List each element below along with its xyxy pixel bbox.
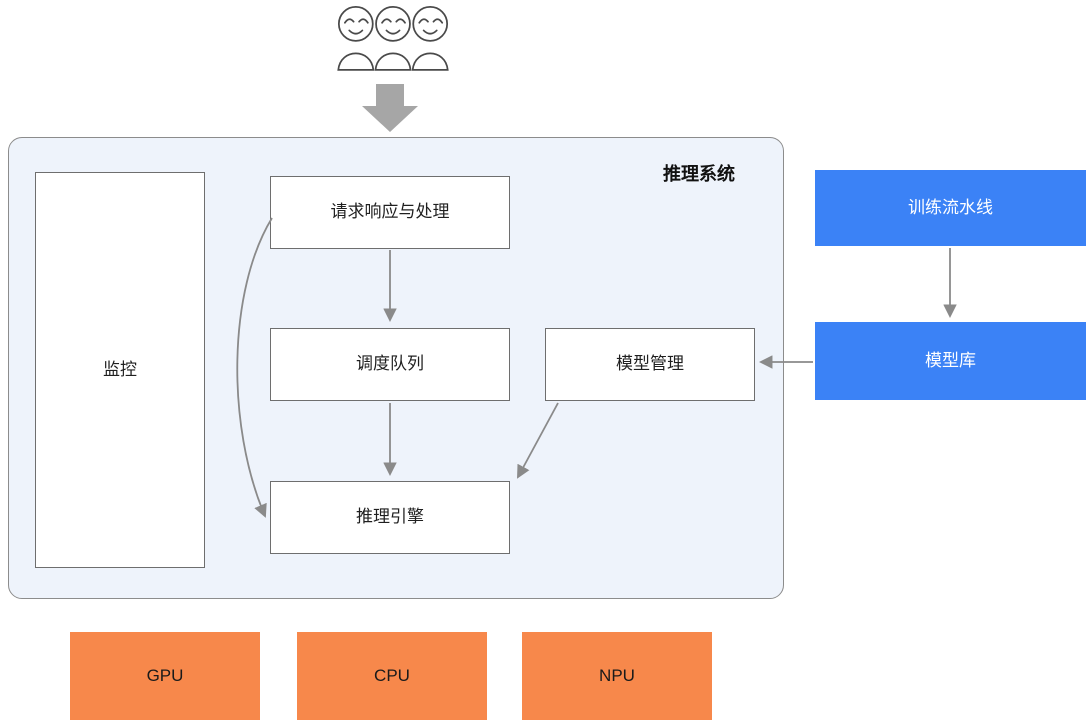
node-gpu: GPU: [70, 632, 260, 720]
users-icon: [337, 6, 449, 71]
person-icon: [337, 6, 375, 71]
node-scheduling-queue: 调度队列: [270, 328, 510, 401]
block-arrow-shape: [362, 84, 418, 132]
node-request-handling: 请求响应与处理: [270, 176, 510, 249]
person-icon: [374, 6, 412, 71]
down-block-arrow-icon: [362, 84, 418, 132]
person-icon: [411, 6, 449, 71]
node-cpu: CPU: [297, 632, 487, 720]
node-monitoring: 监控: [35, 172, 205, 568]
node-inference-engine: 推理引擎: [270, 481, 510, 554]
node-npu: NPU: [522, 632, 712, 720]
node-training-pipeline: 训练流水线: [815, 170, 1086, 246]
node-model-management: 模型管理: [545, 328, 755, 401]
system-title: 推理系统: [663, 164, 735, 184]
node-model-repository: 模型库: [815, 322, 1086, 400]
